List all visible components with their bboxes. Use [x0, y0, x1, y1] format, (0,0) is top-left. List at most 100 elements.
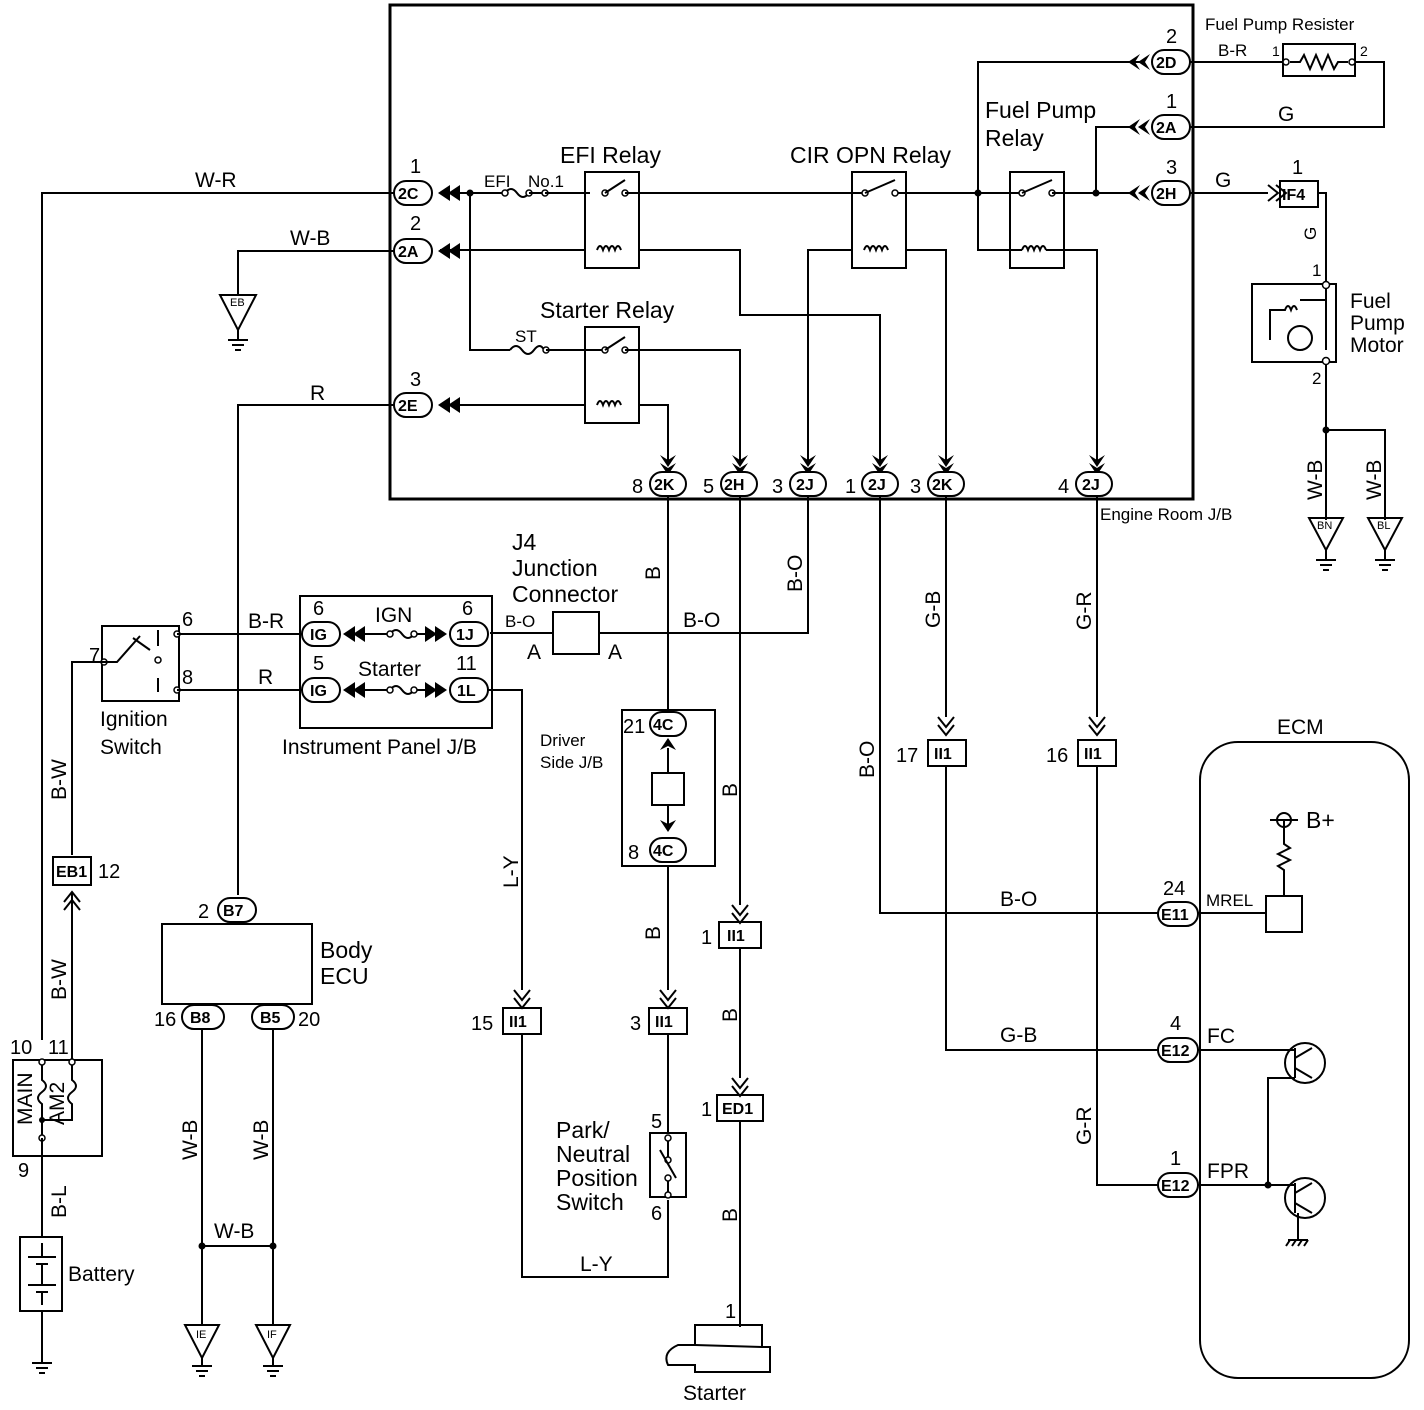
wire-l-y-to-pn	[521, 1034, 669, 1278]
resister-pin-1: 1	[1272, 43, 1280, 59]
starter-pin-1: 1	[725, 1301, 736, 1323]
body-ecu	[161, 923, 313, 1005]
efi-relay-label: EFI Relay	[560, 142, 661, 168]
j4-junction-connector	[552, 611, 600, 655]
pn-label-4: Switch	[556, 1189, 624, 1215]
connector-ii1-17-label: II1	[934, 746, 952, 763]
pn-label-1: Park/	[556, 1117, 610, 1143]
ign-fuse-a	[386, 630, 394, 638]
wire-w-b-bl-label: W-B	[1363, 460, 1386, 500]
arrow-2j1	[872, 455, 888, 475]
connector-2e-label: 2E	[398, 398, 418, 415]
engine-room-jb-box	[388, 3, 1195, 501]
wire-b-o-2j3-label: B-O	[784, 555, 807, 592]
connector-eb1-label: EB1	[56, 864, 87, 881]
driver-side-jb-label-1: Driver	[540, 731, 586, 750]
ground-eb-symbol	[218, 294, 258, 333]
wire-g-b-fc-label: G-B	[1000, 1024, 1037, 1047]
arrow-2k3	[938, 455, 954, 475]
main-label: MAIN	[14, 1073, 37, 1126]
starter-motor	[665, 1324, 771, 1373]
pn-contact-b	[664, 1174, 672, 1182]
body-ecu-label-1: Body	[320, 937, 373, 963]
wire-starter-coil-to-2k8	[639, 404, 669, 465]
fuel-pump-relay-label-1: Fuel Pump	[985, 97, 1096, 123]
arrow-ed1	[731, 1077, 749, 1098]
starter-relay	[584, 326, 640, 424]
motor-label-1: Fuel	[1350, 290, 1391, 313]
engine-room-jb-label: Engine Room J/B	[1100, 505, 1232, 524]
pin-2h5-number: 5	[703, 476, 714, 498]
pn-pin-5: 5	[651, 1111, 662, 1133]
arrow-ii1-15	[513, 989, 531, 1010]
wire-to-2a-right	[1095, 126, 1130, 193]
wire-b-ed1-label: B	[719, 1008, 742, 1022]
motor-term-1	[1321, 280, 1331, 290]
motor-label-2: Pump	[1350, 312, 1405, 335]
arrow-2j3	[800, 455, 816, 475]
ground-bl-label: BL	[1377, 520, 1390, 532]
ground-if-lines	[263, 1358, 283, 1377]
wire-g-b-2k3-label: G-B	[922, 591, 945, 628]
pin-eb1-12: 12	[98, 861, 120, 883]
pin-2j3-number: 3	[772, 476, 783, 498]
efi-relay	[584, 171, 640, 269]
wire-b-w-ign	[71, 661, 104, 855]
j4-pin-a-right: A	[608, 641, 622, 664]
resister-zigzag	[1290, 52, 1348, 72]
pin-2j4-number: 4	[1058, 476, 1069, 498]
st-fuse-symbol	[509, 345, 545, 355]
arrow-2j4	[1089, 455, 1105, 475]
ign-sw-lever	[104, 630, 159, 692]
wire-l-y-1l	[488, 689, 523, 990]
driver-jb-fuse	[651, 772, 685, 806]
efi-fuse-symbol	[504, 188, 530, 198]
wire-fp-coil-feed	[977, 193, 1022, 251]
ignition-switch	[101, 625, 180, 702]
connector-2k3-label: 2K	[932, 477, 953, 494]
wire-b-4c-label: B	[642, 926, 665, 940]
wire-l-y-label: L-Y	[500, 855, 523, 888]
pin-e11-24: 24	[1163, 878, 1185, 900]
fpr-label: FPR	[1207, 1160, 1249, 1183]
connector-ii1-1-label: II1	[727, 928, 745, 945]
wire-efi-coil-to-2j1	[639, 249, 881, 465]
arrow-starter-left	[343, 682, 365, 698]
fc-transistor	[1284, 1042, 1326, 1084]
ground-bn-label: BN	[1317, 520, 1332, 532]
connector-2a-right-label: 2A	[1156, 120, 1177, 137]
pin-2d-number: 2	[1166, 26, 1177, 48]
wire-g-r-to-fpr	[1096, 766, 1158, 1186]
connector-2a-left-label: 2A	[398, 244, 419, 261]
ign-sw-pin-6: 6	[182, 609, 193, 631]
connector-1j	[449, 621, 489, 647]
connector-4c-21-label: 4C	[653, 717, 674, 734]
resister-term-a	[1282, 58, 1290, 66]
connector-b7-label: B7	[223, 903, 244, 920]
connector-ed1-label: ED1	[722, 1101, 753, 1118]
arrow-2h5	[732, 455, 748, 475]
connector-eb1	[52, 856, 92, 886]
wire-g-to-motor	[1318, 192, 1327, 285]
ign-sw-pin-8: 8	[182, 667, 193, 689]
pn-label-3: Position	[556, 1165, 638, 1191]
pin-ii1-16: 16	[1046, 745, 1068, 767]
wire-w-b-eb	[237, 250, 394, 295]
fpr-transistor	[1284, 1177, 1326, 1219]
pin-2h-right-number: 3	[1166, 157, 1177, 179]
motor-circle	[1287, 325, 1313, 351]
connector-ii1-16-label: II1	[1084, 746, 1102, 763]
ground-if-label: IF	[267, 1329, 277, 1341]
wire-w-r	[41, 192, 394, 1040]
ground-bn-lines	[1316, 550, 1336, 571]
pin-2k8-number: 8	[632, 476, 643, 498]
fuel-pump-relay	[1009, 171, 1065, 269]
pin-1l-11: 11	[456, 653, 477, 675]
connector-ig-6-label: IG	[310, 627, 327, 644]
instrument-panel-jb-label: Instrument Panel J/B	[282, 736, 477, 759]
pn-switch-internals	[659, 1141, 677, 1192]
ignition-switch-label-2: Switch	[100, 736, 162, 759]
cir-opn-relay	[851, 171, 907, 269]
wire-cir-coil-to-2j3	[807, 249, 852, 465]
